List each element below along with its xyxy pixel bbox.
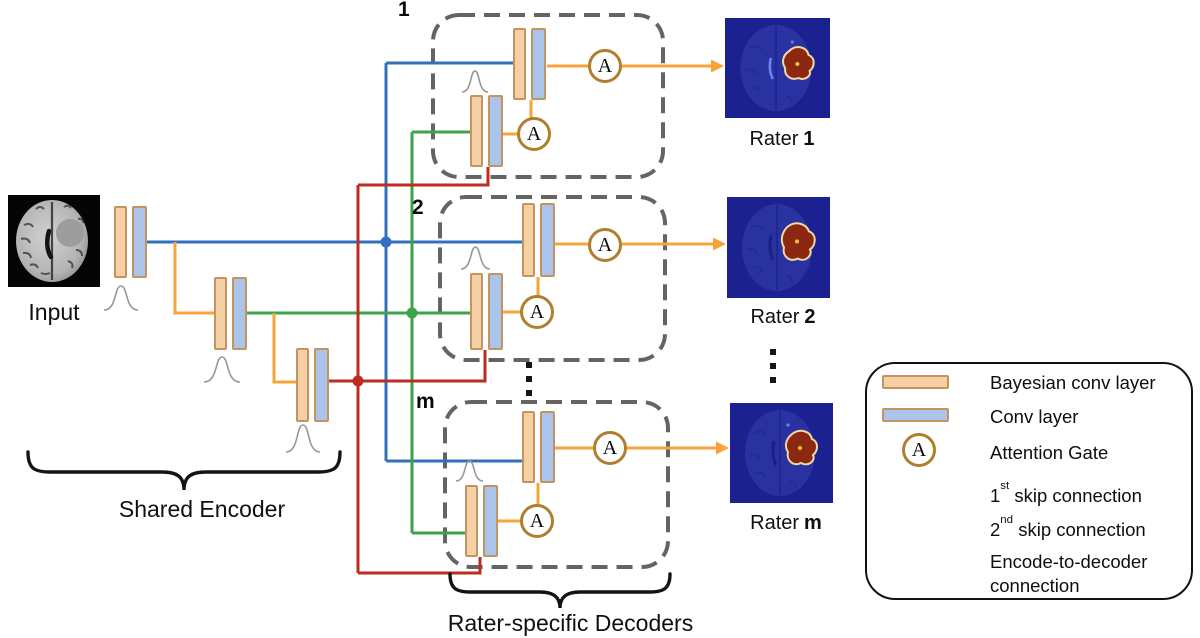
decoder-2-box: [438, 195, 667, 362]
decoder-m-upper-pair: [522, 411, 555, 483]
decoder-1-box: [431, 13, 665, 179]
data-flow-lines: [173, 59, 729, 523]
legend-label-skip2: 2nd skip connection: [990, 514, 1146, 541]
attention-gate-letter: A: [529, 301, 545, 323]
bayesian-conv-layer: [465, 485, 478, 557]
rater-2-segmentation-image: [727, 197, 830, 298]
legend-box: [865, 362, 1193, 600]
arrow-to-rater-1: [711, 59, 724, 73]
legend-label-enc2dec: Encode-to-decoder connection: [990, 550, 1195, 598]
legend-label-skip1: 1st skip connection: [990, 480, 1142, 507]
decoder-m-box: [443, 400, 670, 569]
input-label: Input: [28, 299, 80, 325]
braces: [26, 450, 672, 609]
bayesian-conv-layer: [470, 273, 483, 350]
attention-gate: A: [520, 504, 554, 538]
skip1-junction-dot: [380, 236, 392, 248]
enc2dec-junction-dot: [352, 375, 364, 387]
attention-gate-letter: A: [602, 437, 618, 459]
bayesian-conv-layer: [522, 411, 535, 483]
encode-to-decoder-lines: [328, 167, 490, 575]
attention-gate-letter: A: [597, 55, 613, 77]
decoder-m-index: m: [416, 390, 435, 413]
vertical-ellipsis-decoders: [526, 362, 532, 396]
decoder-1-upper-pair: [513, 28, 546, 100]
conv-layer: [488, 95, 503, 167]
legend-label-bayesian: Bayesian conv layer: [990, 372, 1156, 393]
conv-layer: [232, 277, 247, 350]
decoder-1-lower-pair: [470, 95, 503, 167]
skip1-connection-lines: [147, 61, 522, 463]
bayesian-conv-layer: [114, 206, 127, 278]
arrow-to-rater-2: [713, 237, 726, 251]
bayesian-conv-layer: [214, 277, 227, 350]
gaussian-symbols: [103, 70, 985, 482]
rater-decoders-label: Rater-specific Decoders: [447, 610, 694, 636]
bayesian-conv-layer: [513, 28, 526, 100]
attention-gate: A: [517, 117, 551, 151]
legend-attention-gate-sample: A: [902, 433, 936, 467]
decoder-2-index: 2: [412, 196, 424, 219]
vertical-ellipsis-raters: [770, 349, 776, 383]
shared-encoder-label: Shared Encoder: [118, 496, 286, 522]
conv-layer: [540, 203, 555, 277]
decoder-1-index: 1: [398, 0, 410, 21]
decoder-2-upper-pair: [522, 203, 555, 277]
conv-layer: [540, 411, 555, 483]
encoder-conv-pair-3: [296, 348, 329, 422]
decoder-2-lower-pair: [470, 273, 503, 350]
attention-gate-letter: A: [911, 439, 927, 461]
skip2-junction-dot: [406, 307, 418, 319]
conv-layer: [531, 28, 546, 100]
attention-gate-letter: A: [526, 123, 542, 145]
conv-layer: [314, 348, 329, 422]
attention-gate-letter: A: [529, 510, 545, 532]
legend-label-attention: Attention Gate: [990, 442, 1109, 463]
attention-gate: A: [588, 49, 622, 83]
conv-layer: [132, 206, 147, 278]
legend-label-conv: Conv layer: [990, 406, 1079, 427]
decoder-boxes: [431, 13, 670, 569]
bayesian-conv-layer: [470, 95, 483, 167]
attention-gate-letter: A: [597, 234, 613, 256]
arrow-to-rater-m: [716, 441, 729, 455]
input-brain-image: [8, 195, 100, 287]
attention-gate: A: [588, 228, 622, 262]
legend-label-enc2dec-line2: connection: [990, 575, 1080, 596]
rater-decoders-brace: [448, 572, 672, 609]
conv-layer: [483, 485, 498, 557]
legend-label-enc2dec-line1: Encode-to-decoder: [990, 551, 1148, 572]
legend-bayesian-layer-sample: [882, 375, 949, 389]
shared-encoder-brace: [26, 450, 342, 491]
encoder-conv-pair-1: [114, 206, 147, 278]
bayesian-conv-layer: [296, 348, 309, 422]
conv-layer: [488, 273, 503, 350]
rater-m-segmentation-image: [730, 403, 833, 503]
attention-gate: A: [520, 295, 554, 329]
attention-gate: A: [593, 431, 627, 465]
bayesian-conv-layer: [522, 203, 535, 277]
legend-conv-layer-sample: [882, 408, 949, 422]
encoder-conv-pair-2: [214, 277, 247, 350]
rater-1-segmentation-image: [725, 18, 830, 118]
decoder-m-lower-pair: [465, 485, 498, 557]
